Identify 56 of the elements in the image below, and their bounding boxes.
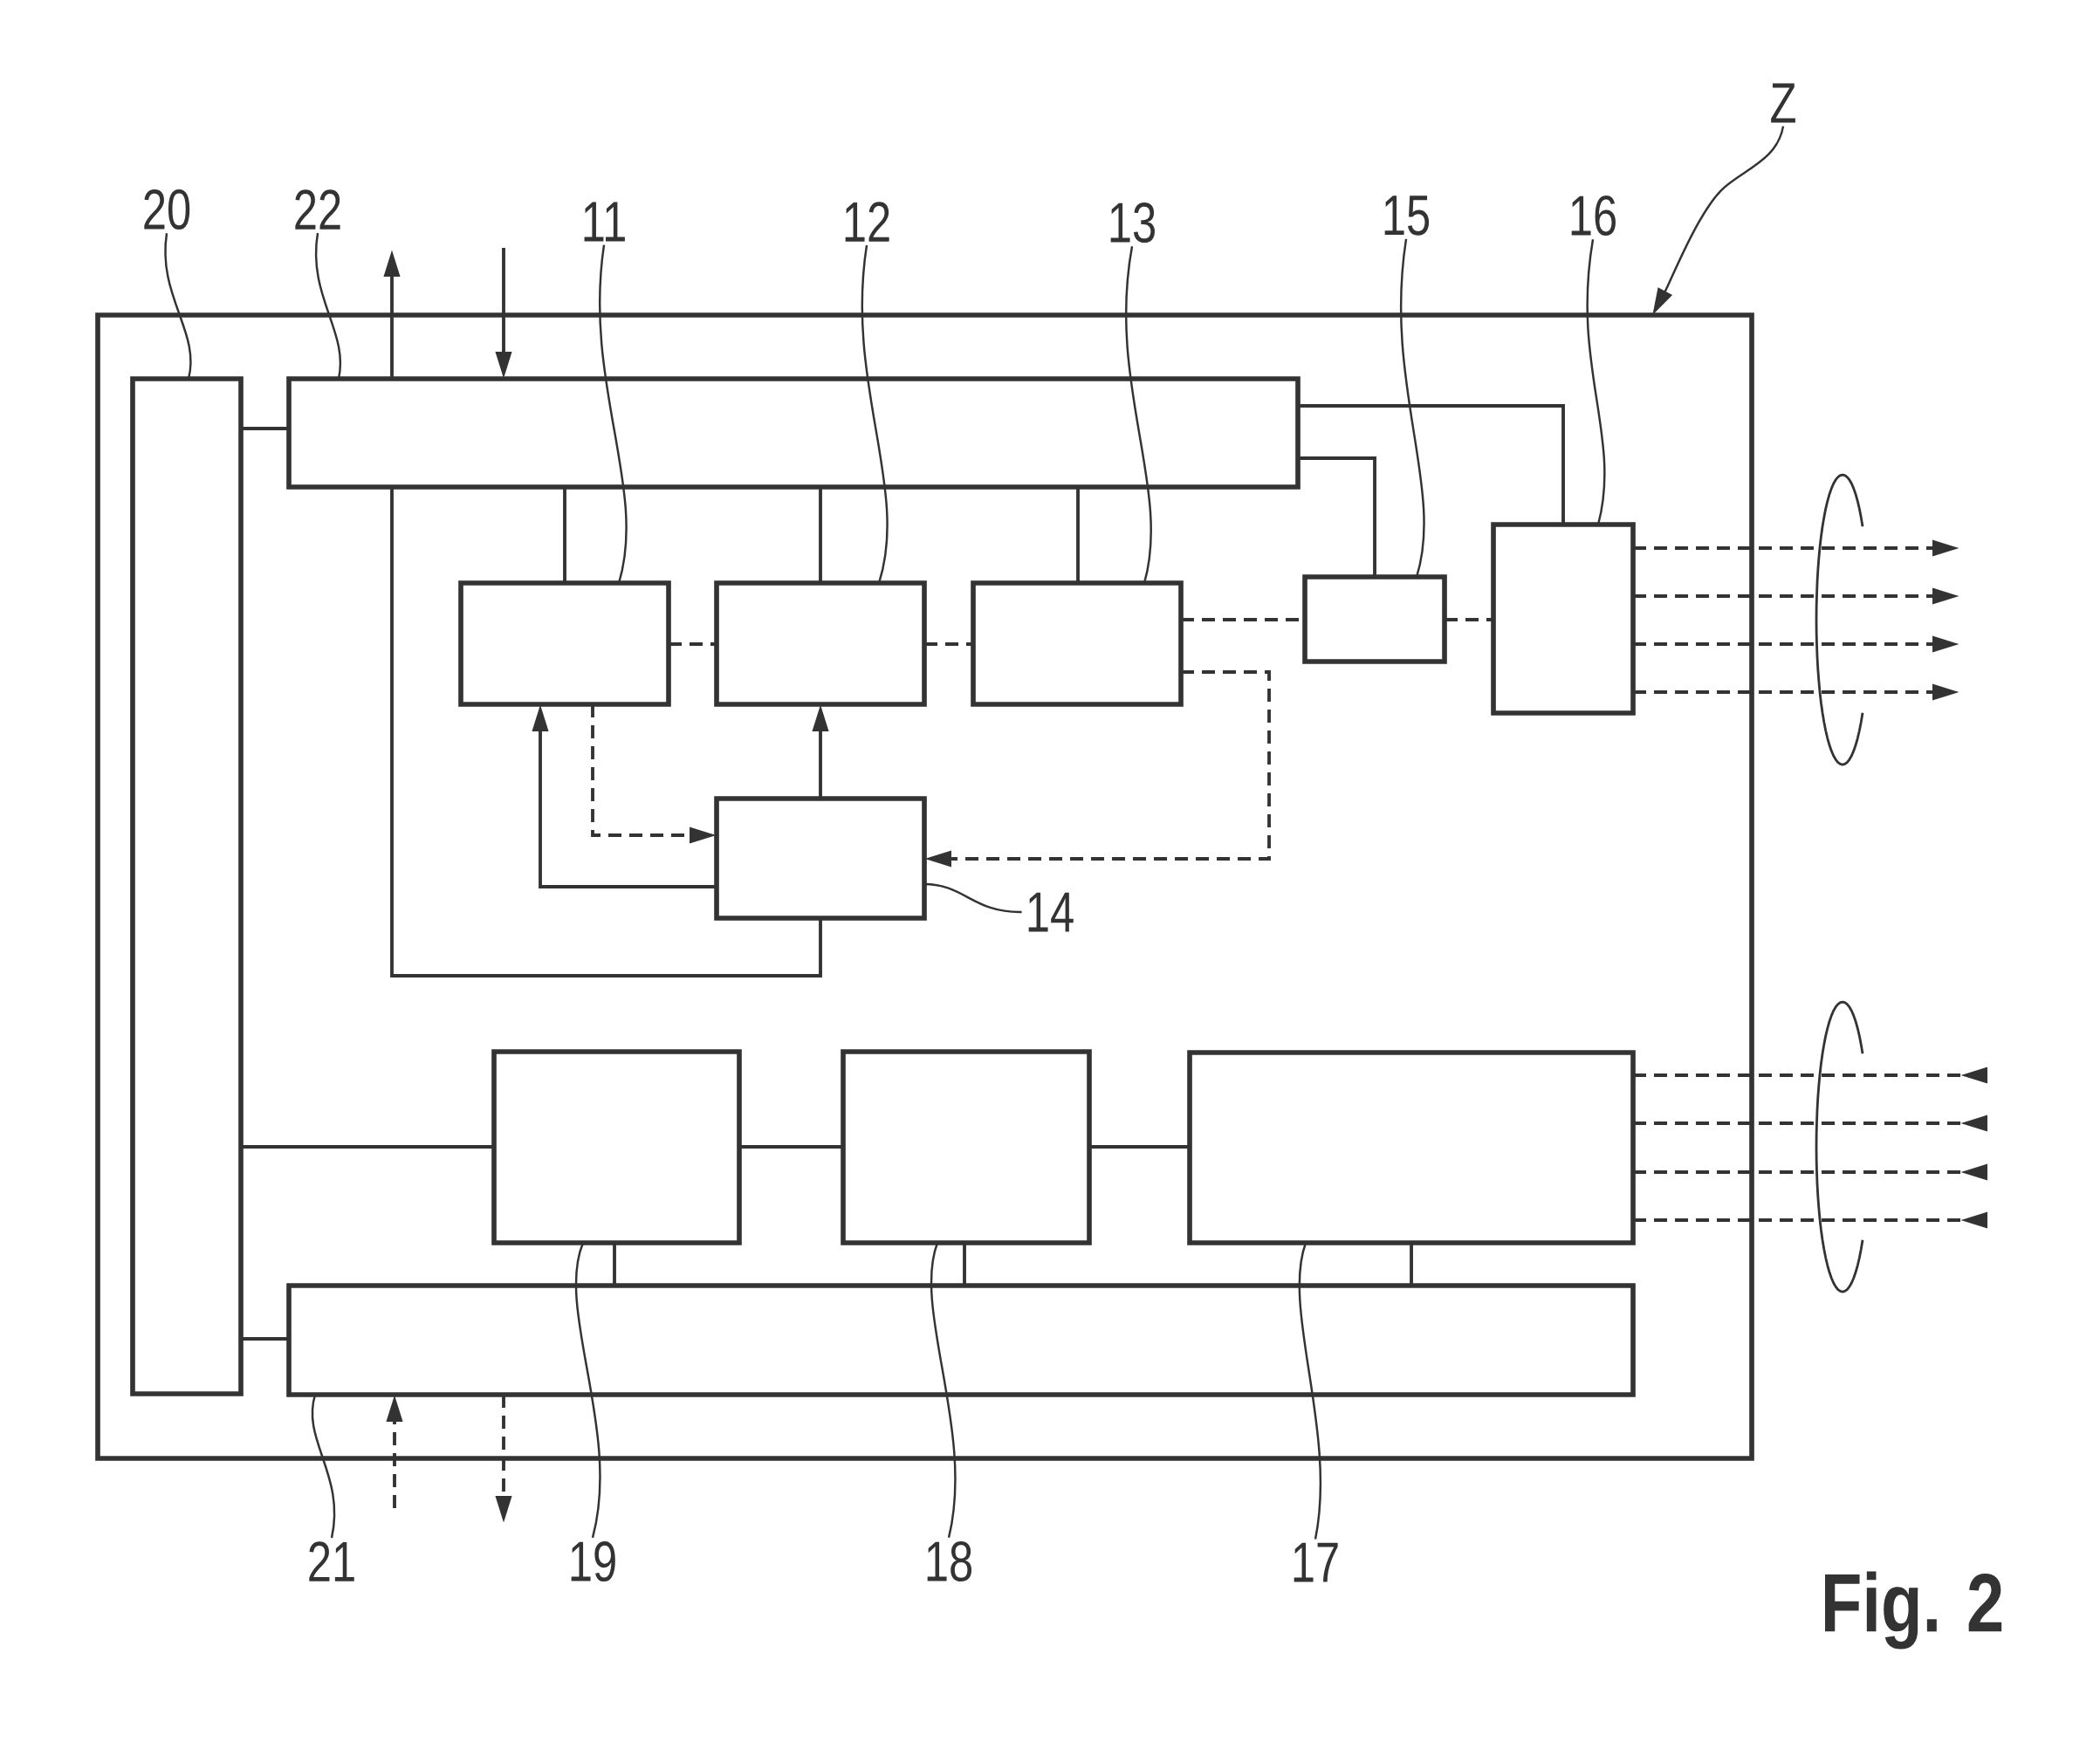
callout-label: 12 bbox=[845, 202, 889, 242]
block-box bbox=[1187, 1050, 1636, 1245]
callout-label: 16 bbox=[1571, 195, 1616, 237]
block-box bbox=[1302, 574, 1447, 664]
leader-line bbox=[923, 882, 1022, 914]
leader-line bbox=[314, 232, 342, 380]
dashed-line bbox=[1445, 618, 1494, 621]
connector-line bbox=[390, 487, 822, 977]
connector-line bbox=[739, 1145, 843, 1149]
block-box bbox=[971, 580, 1184, 707]
leader-line bbox=[861, 244, 889, 584]
leader-line bbox=[574, 1242, 601, 1539]
figure-label: Fig. 2 bbox=[1825, 1571, 2002, 1650]
leader-line bbox=[599, 244, 628, 584]
block-box bbox=[286, 376, 1300, 490]
callout-label: 18 bbox=[927, 1541, 972, 1582]
callout-label: Z bbox=[1771, 83, 1795, 123]
callout-label: 19 bbox=[571, 1541, 615, 1582]
connector-line bbox=[1410, 1243, 1413, 1286]
callout-label: 17 bbox=[1294, 1542, 1338, 1582]
block-box bbox=[714, 796, 927, 921]
block-box bbox=[714, 580, 927, 707]
block-box bbox=[491, 1049, 742, 1245]
callout-label: 13 bbox=[1110, 202, 1155, 244]
callout-label: 14 bbox=[1028, 892, 1074, 932]
connector-line bbox=[819, 487, 822, 584]
connector-line bbox=[1089, 1145, 1190, 1149]
leader-line bbox=[1586, 239, 1606, 525]
leader-line bbox=[930, 1242, 957, 1539]
leader-line bbox=[1124, 246, 1152, 584]
connector-line bbox=[241, 427, 289, 430]
connector-line bbox=[963, 1243, 966, 1286]
callout-label: 11 bbox=[584, 202, 625, 242]
dashed-line bbox=[924, 642, 973, 646]
callout-label: 20 bbox=[144, 189, 190, 230]
dashed-line bbox=[669, 642, 717, 646]
block-box bbox=[841, 1049, 1092, 1245]
callout-label: 21 bbox=[309, 1541, 354, 1581]
connector-line bbox=[241, 1337, 289, 1341]
connector-line bbox=[1298, 404, 1565, 525]
block-box bbox=[286, 1283, 1636, 1397]
frame-box bbox=[95, 312, 1754, 1461]
block-box bbox=[458, 580, 671, 707]
block-box bbox=[130, 376, 244, 1396]
leader-line bbox=[1298, 1242, 1322, 1540]
connector-line bbox=[1076, 487, 1080, 584]
leader-line bbox=[311, 1394, 336, 1539]
callout-label: 22 bbox=[295, 189, 340, 230]
connector-line bbox=[1298, 456, 1376, 578]
leader-line bbox=[1399, 238, 1425, 578]
callout-label: 15 bbox=[1384, 195, 1430, 236]
connector-line bbox=[563, 487, 566, 584]
connector-line bbox=[241, 1145, 494, 1149]
leader-line bbox=[164, 233, 192, 380]
block-box bbox=[1491, 522, 1636, 716]
connector-line bbox=[613, 1243, 616, 1286]
